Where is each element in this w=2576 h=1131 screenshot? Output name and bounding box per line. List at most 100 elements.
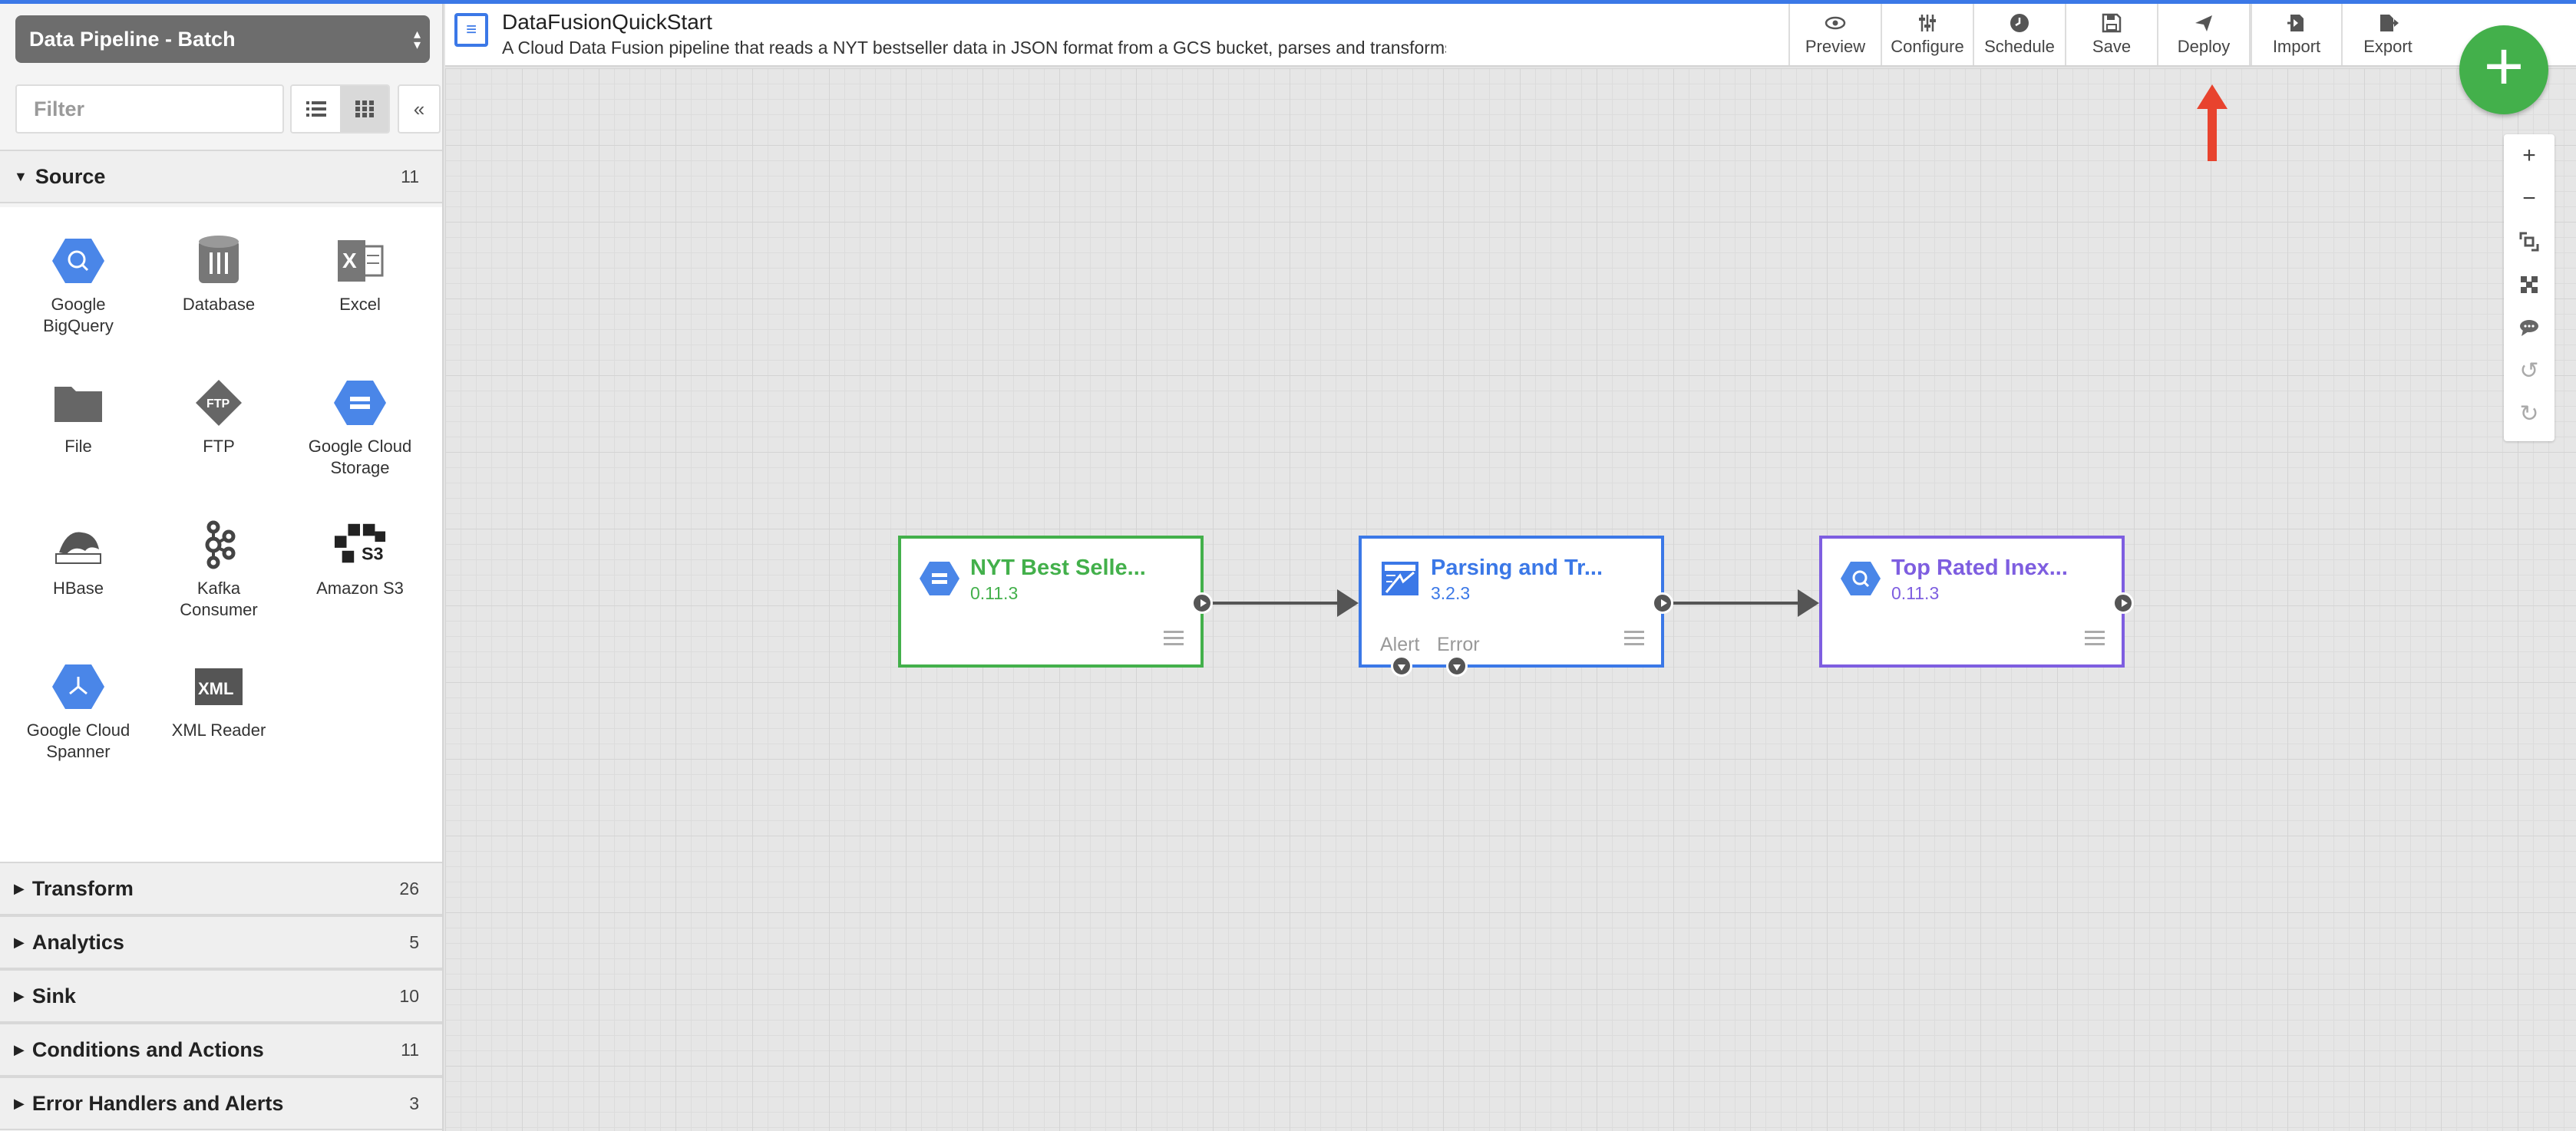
database-icon [192, 234, 246, 288]
plugin-google-bigquery[interactable]: Google BigQuery [21, 234, 136, 337]
category-analytics[interactable]: ▶ Analytics 5 [0, 915, 442, 969]
category-count: 26 [399, 878, 419, 899]
node-output-port[interactable] [1191, 592, 1213, 614]
export-label: Export [2363, 37, 2413, 56]
node-menu-icon[interactable] [1164, 631, 1184, 649]
import-label: Import [2272, 37, 2321, 56]
plugin-file[interactable]: File [21, 376, 136, 457]
node-output-port[interactable] [1652, 592, 1673, 614]
list-view-button[interactable] [292, 86, 340, 132]
node-version: 0.11.3 [1891, 583, 1940, 603]
sliders-icon [1919, 15, 1936, 31]
import-button[interactable]: Import [2249, 4, 2341, 65]
plugin-ftp[interactable]: FTP FTP [161, 376, 276, 457]
save-button[interactable]: Save [2065, 4, 2157, 65]
category-sink[interactable]: ▶ Sink 10 [0, 969, 442, 1023]
node-title: NYT Best Selle... [970, 556, 1146, 580]
category-error-handlers[interactable]: ▶ Error Handlers and Alerts 3 [0, 1077, 442, 1130]
add-button[interactable]: + [2459, 25, 2548, 114]
gcs-icon [920, 562, 959, 595]
plugin-label: Google Cloud Storage [308, 437, 412, 477]
caret-right-icon: ▶ [14, 1095, 25, 1111]
export-button[interactable]: Export [2341, 4, 2433, 65]
align-nodes-button[interactable] [2504, 263, 2555, 306]
node-menu-icon[interactable] [2085, 631, 2105, 649]
caret-down-icon: ▼ [14, 168, 28, 184]
pipeline-header: ≡ DataFusionQuickStart A Cloud Data Fusi… [445, 4, 2576, 67]
svg-text:FTP: FTP [206, 397, 230, 411]
add-comment-button[interactable] [2504, 306, 2555, 349]
xml-icon: XML [192, 660, 246, 714]
pipeline-node-sink[interactable]: Top Rated Inex... 0.11.3 [1819, 536, 2134, 668]
category-conditions-actions[interactable]: ▶ Conditions and Actions 11 [0, 1023, 442, 1077]
fit-screen-icon [2519, 232, 2539, 252]
grid-view-button[interactable] [340, 86, 388, 132]
redo-button[interactable]: ↻ [2504, 392, 2555, 435]
folder-icon [51, 376, 105, 430]
node-alert-port[interactable] [1391, 655, 1412, 677]
plugin-xml-reader[interactable]: XML XML Reader [161, 660, 276, 741]
pipeline-node-transform[interactable]: Parsing and Tr... 3.2.3 Alert Error [1359, 536, 1673, 677]
deploy-button[interactable]: Deploy [2157, 4, 2249, 65]
preview-button[interactable]: Preview [1788, 4, 1881, 65]
select-arrows-icon: ▴▾ [413, 26, 421, 52]
gcs-icon [333, 376, 387, 430]
category-count: 10 [399, 985, 419, 1006]
category-transform[interactable]: ▶ Transform 26 [0, 862, 442, 915]
pipeline-type-select[interactable]: Data Pipeline - Batch ▴▾ [15, 15, 430, 63]
grid-view-icon [355, 101, 374, 117]
view-toggle [290, 84, 390, 134]
pipeline-type-label: Data Pipeline - Batch [29, 28, 236, 51]
plugin-excel[interactable]: X Excel [302, 234, 418, 315]
plugin-amazon-s3[interactable]: S3 Amazon S3 [302, 518, 418, 599]
connection-source-to-transform[interactable] [1211, 589, 1359, 617]
eye-icon [1825, 16, 1846, 30]
redo-icon: ↻ [2519, 401, 2539, 427]
red-up-arrow-icon [2197, 84, 2228, 161]
plugin-database[interactable]: Database [161, 234, 276, 315]
align-icon [2521, 276, 2538, 293]
minus-icon: − [2522, 186, 2536, 211]
collapse-sidebar-button[interactable]: « [398, 84, 441, 134]
plugin-kafka-consumer[interactable]: Kafka Consumer [161, 518, 276, 621]
plugin-filter-input[interactable] [15, 84, 284, 134]
node-error-port[interactable] [1446, 655, 1468, 677]
plugin-label: XML Reader [171, 720, 266, 740]
save-label: Save [2092, 37, 2132, 56]
pipeline-node-source[interactable]: NYT Best Selle... 0.11.3 [898, 536, 1213, 668]
plugin-google-cloud-spanner[interactable]: Google Cloud Spanner [21, 660, 136, 763]
double-chevron-left-icon: « [413, 97, 425, 120]
kafka-icon [192, 518, 246, 572]
bigquery-icon [51, 234, 105, 288]
fit-to-screen-button[interactable] [2504, 220, 2555, 263]
zoom-in-button[interactable]: + [2504, 134, 2555, 177]
caret-right-icon: ▶ [14, 1041, 25, 1057]
category-label: Analytics [31, 930, 124, 954]
excel-icon: X [333, 234, 387, 288]
svg-text:XML: XML [198, 679, 233, 698]
caret-right-icon: ▶ [14, 880, 25, 896]
plugin-label: Google Cloud Spanner [26, 720, 130, 761]
spanner-icon [51, 660, 105, 714]
export-icon [2380, 15, 2399, 31]
plugin-label: FTP [203, 437, 235, 456]
schedule-button[interactable]: Schedule [1973, 4, 2065, 65]
plugin-hbase[interactable]: HBase [21, 518, 136, 599]
configure-button[interactable]: Configure [1881, 4, 1973, 65]
list-view-icon [305, 101, 326, 117]
undo-button[interactable]: ↺ [2504, 349, 2555, 392]
node-menu-icon[interactable] [1624, 631, 1644, 649]
node-output-port[interactable] [2112, 592, 2134, 614]
plugin-label: Google BigQuery [43, 295, 114, 335]
bigquery-icon [1841, 562, 1881, 595]
pipeline-description[interactable]: A Cloud Data Fusion pipeline that reads … [502, 38, 1446, 58]
ftp-icon: FTP [192, 376, 246, 430]
svg-text:S3: S3 [362, 543, 384, 563]
connection-transform-to-sink[interactable] [1672, 589, 1819, 617]
pipeline-title[interactable]: DataFusionQuickStart [502, 10, 712, 34]
zoom-out-button[interactable]: − [2504, 177, 2555, 220]
category-count: 5 [409, 932, 419, 952]
plugin-google-cloud-storage[interactable]: Google Cloud Storage [302, 376, 418, 479]
pipeline-toolbar: Preview Configure Schedule Save Deploy I… [1788, 4, 2433, 67]
category-source[interactable]: ▼ Source 11 [0, 150, 442, 203]
